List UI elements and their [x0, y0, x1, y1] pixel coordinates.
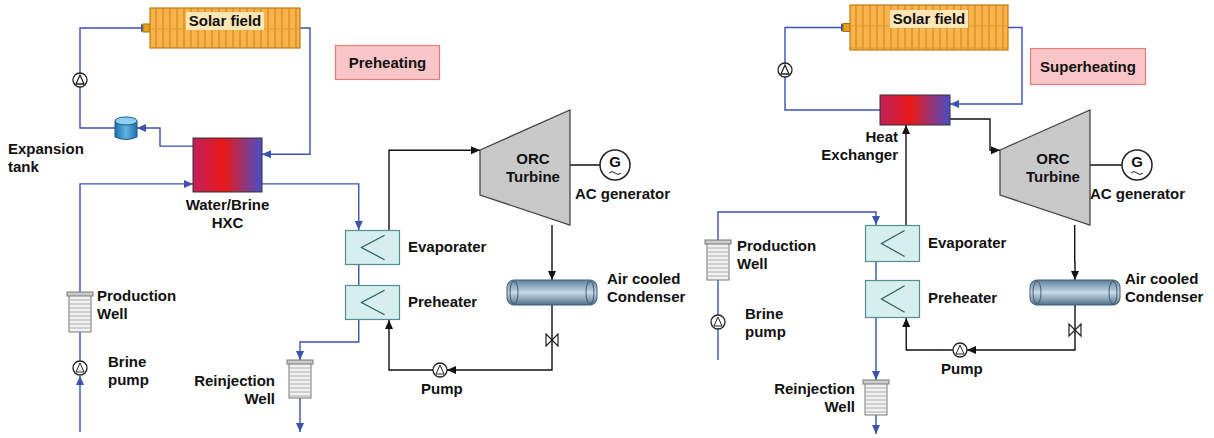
- node-label: Evaporater: [408, 238, 486, 256]
- node-label: Reinjection Well: [755, 380, 855, 416]
- orc-heat-exchanger: Evaporater: [345, 230, 400, 265]
- well-symbol-outline: [705, 240, 731, 280]
- node-label: Preheater: [928, 289, 997, 307]
- node-label: Production Well: [97, 287, 187, 323]
- pump-symbol-outline: [433, 363, 447, 377]
- ac-generator: GAC generator: [1122, 150, 1152, 180]
- pump-symbol-outline: [711, 315, 725, 329]
- solar-field: Solar field: [850, 5, 1008, 50]
- orc-turbine: ORC Turbine: [1000, 110, 1090, 225]
- node-label: AC generator: [1090, 185, 1185, 203]
- node-text: Solar field: [186, 12, 265, 30]
- flow-connector: [300, 320, 359, 360]
- expansion-tank: Expansion tank: [115, 116, 137, 140]
- flow-connector: [718, 212, 876, 240]
- valve-symbol: [546, 324, 1081, 346]
- flow-connector: [875, 318, 876, 380]
- orc-heat-exchanger: Evaporater: [865, 225, 920, 262]
- orc-heat-exchanger: Preheater: [865, 280, 920, 318]
- flow-connector: [906, 318, 953, 350]
- well-symbol-outline: [67, 292, 93, 332]
- panel-title-box: Superheating: [1030, 48, 1146, 85]
- flow-connector: [447, 305, 552, 370]
- orc-heat-exchanger-outline: [865, 280, 920, 318]
- node-text: ORC Turbine: [1017, 150, 1089, 186]
- air-cooled-condenser-outline: [507, 280, 597, 305]
- pump-symbol: Pump: [953, 343, 967, 357]
- node-label: Reinjection Well: [175, 372, 275, 408]
- orc-heat-exchanger-outline: [345, 230, 400, 265]
- flow-connector: [79, 332, 80, 361]
- node-label: AC generator: [575, 185, 670, 203]
- flow-connector: [80, 184, 193, 292]
- flow-connector: [950, 119, 1000, 150]
- flow-connector: [875, 262, 876, 280]
- node-label: Air cooled Condenser: [607, 270, 697, 306]
- heat-exchanger: Heat Exchanger: [880, 95, 950, 125]
- node-label: Expansion tank: [8, 140, 100, 176]
- flow-connector: [551, 225, 552, 280]
- node-label: Preheater: [408, 293, 477, 311]
- pump-symbol: Pump: [433, 363, 447, 377]
- flow-connector: [389, 150, 480, 230]
- node-text: Solar field: [890, 10, 969, 28]
- node-text: G: [1131, 153, 1143, 171]
- node-text: Preheating: [349, 54, 427, 72]
- well-symbol: Production Well: [67, 292, 93, 332]
- solar-field: Solar field: [150, 8, 300, 48]
- node-text: G: [609, 153, 621, 171]
- flow-connector: [262, 184, 359, 230]
- pump-symbol-outline: [953, 343, 967, 357]
- well-symbol: Production Well: [705, 240, 731, 280]
- node-label: Heat Exchanger: [818, 128, 898, 164]
- well-symbol-outline: [287, 360, 313, 398]
- flow-connector: [717, 280, 718, 315]
- orc-heat-exchanger: Preheater: [345, 285, 400, 320]
- air-cooled-condenser: Air cooled Condenser: [1030, 280, 1120, 305]
- flow-connector: [967, 305, 1075, 350]
- flow-connector: [1090, 164, 1122, 165]
- air-cooled-condenser-outline: [1030, 280, 1120, 305]
- well-flow-line: [80, 329, 876, 434]
- node-label: Brine pump: [108, 353, 168, 389]
- panel-title-box: Preheating: [335, 45, 440, 80]
- node-label: Evaporater: [928, 234, 1006, 252]
- heat-exchanger-outline: [880, 95, 950, 125]
- heat-exchanger-outline: [193, 138, 262, 192]
- well-symbol: Reinjection Well: [863, 380, 889, 415]
- node-label: Air cooled Condenser: [1125, 270, 1211, 306]
- flow-connector: [570, 164, 600, 165]
- orc-heat-exchanger-outline: [345, 285, 400, 320]
- heat-exchanger: Water/Brine HXC: [193, 138, 262, 192]
- ac-generator: GAC generator: [600, 150, 630, 180]
- node-label: Pump: [421, 380, 463, 398]
- well-symbol: Reinjection Well: [287, 360, 313, 398]
- node-label: Water/Brine HXC: [171, 196, 284, 232]
- node-label: Pump: [941, 360, 983, 378]
- flow-connector: [358, 265, 359, 285]
- node-text: Superheating: [1040, 58, 1136, 76]
- node-label: Production Well: [737, 237, 827, 273]
- air-cooled-condenser: Air cooled Condenser: [507, 280, 597, 305]
- pump-symbol: Brine pump: [711, 315, 725, 329]
- orc-turbine: ORC Turbine: [480, 110, 570, 225]
- pump-symbol-outline: [73, 361, 87, 375]
- flow-connector: [389, 320, 433, 370]
- node-label: Brine pump: [745, 305, 805, 341]
- well-symbol-outline: [863, 380, 889, 415]
- flow-connector: [80, 28, 150, 128]
- flow-connector: [905, 125, 907, 225]
- flow-connector: [137, 128, 193, 146]
- flow-connector: [1074, 225, 1076, 280]
- pump-symbol: Brine pump: [73, 361, 87, 375]
- expansion-tank-outline: [115, 116, 137, 140]
- orc-heat-exchanger-outline: [865, 225, 920, 262]
- node-text: ORC Turbine: [497, 150, 569, 186]
